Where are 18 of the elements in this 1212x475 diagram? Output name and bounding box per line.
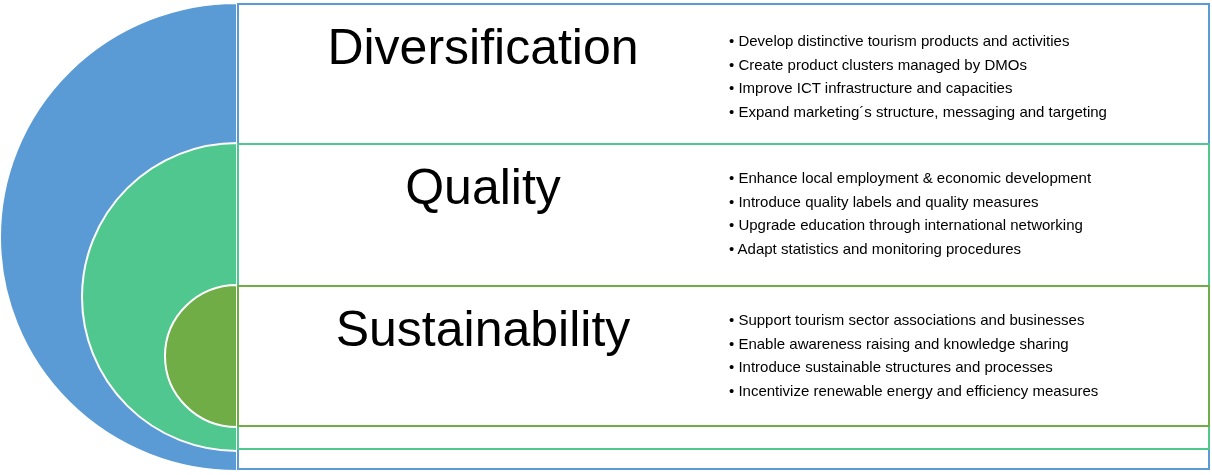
bullet-item: • Introduce sustainable structures and processes [729,357,1054,377]
text-panel [237,143,1210,450]
heading: Quality [405,162,561,212]
bullet-item: • Enable awareness raising and knowledge sharing [729,333,1070,354]
bullet-item: • Support tourism sector associations and businesses [729,310,1086,330]
heading: Sustainability [335,304,631,354]
text-panel [237,285,1210,427]
bullet-item: • Create product clusters managed by DMOs [729,54,1028,75]
text-panel [237,3,1210,470]
bullet-item: • Introduce quality labels and quality measures [729,191,1040,212]
bullet-item: • Enhance local employment & economic development [729,168,1093,188]
bullet-item: • Expand marketing´s structure, messaging and targeting [729,101,1108,122]
bullet-item: • Develop distinctive tourism products and activities [729,31,1071,51]
bullet-item: • Incentivize renewable energy and efficiency measures [729,380,1100,401]
bullet-item: • Adapt statistics and monitoring procedures [729,238,1023,259]
bullet-item: • Improve ICT infrastructure and capacities [729,78,1014,98]
heading: Diversification [327,22,639,72]
bullet-item: • Upgrade education through international networking [729,215,1084,235]
